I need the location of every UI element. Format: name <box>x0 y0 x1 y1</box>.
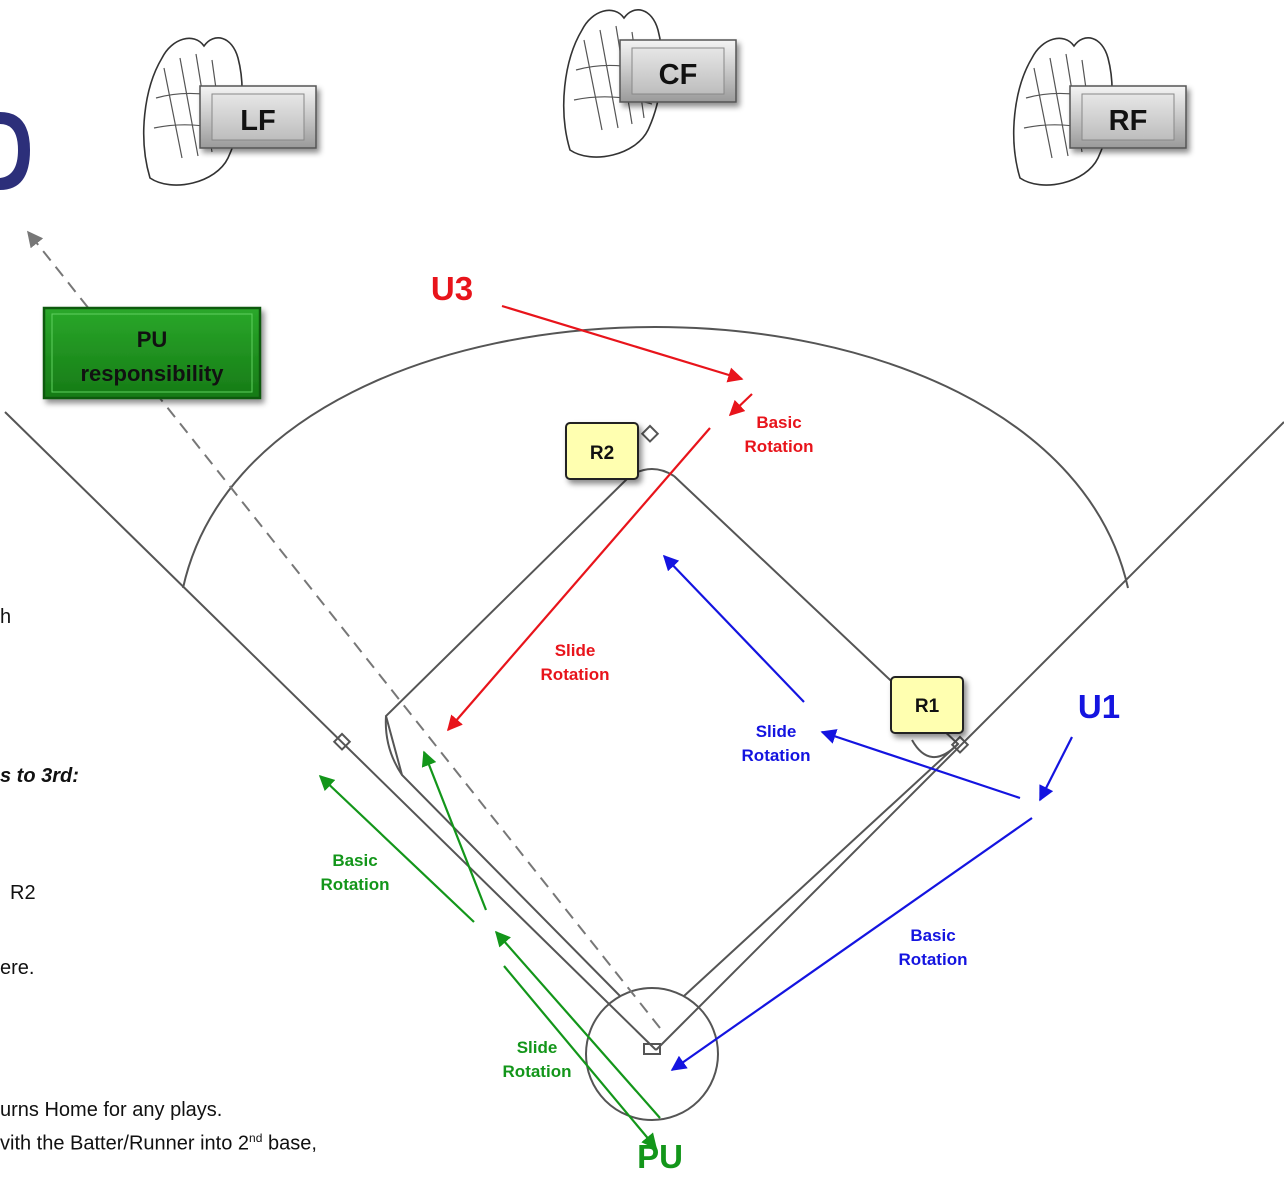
pu-slide-rotation-l2: Rotation <box>503 1062 572 1081</box>
second-base <box>640 424 660 443</box>
third-base <box>332 732 352 751</box>
pu-box-line1: PU <box>137 327 168 352</box>
infield-diamond <box>384 475 960 997</box>
side-text-5: urns Home for any plays. <box>0 1099 223 1121</box>
u3-basic-rotation-l2: Rotation <box>745 437 814 456</box>
right-foul-line <box>655 421 1284 1051</box>
side-text-6-end: base, <box>262 1132 317 1155</box>
pu-basic-rotation-l1: Basic <box>332 851 377 870</box>
u3-slide-rotation-arrow <box>446 427 711 732</box>
outfield-arc <box>182 326 1129 589</box>
first-base <box>950 735 970 754</box>
side-text-2: s to 3rd: <box>0 765 79 787</box>
position-badge-lf <box>199 85 317 149</box>
u1-slide-rotation-l1: Slide <box>756 722 797 741</box>
pu-move-arrow-b <box>503 965 657 1150</box>
side-text-6-main: vith the Batter/Runner into 2 <box>0 1132 250 1155</box>
umpire-u1-label: U1 <box>1078 688 1120 725</box>
fielder-label-rf: RF <box>1109 105 1148 137</box>
third-base-cutout <box>384 715 403 776</box>
pu-basic-rotation-arrow <box>318 774 475 923</box>
u1-slide-rotation-arrow-a <box>820 729 1021 800</box>
fielder-lf: LF <box>142 37 317 186</box>
pu-move-arrow-a <box>494 930 661 1119</box>
side-text-1: h <box>0 606 12 628</box>
side-text-6: vith the Batter/Runner into 2nd base, <box>0 1131 317 1156</box>
runner-r1-badge: R1 <box>890 676 964 734</box>
fielder-label-lf: LF <box>240 105 275 137</box>
fielder-rf: RF <box>1012 37 1187 186</box>
u3-slide-rotation-l2: Rotation <box>541 665 610 684</box>
runner-r2-badge: R2 <box>565 422 639 480</box>
u3-slide-rotation-l1: Slide <box>555 641 596 660</box>
fielder-label-cf: CF <box>659 59 698 91</box>
pu-slide-rotation-arrow-a <box>421 750 488 911</box>
left-foul-line <box>4 411 657 1051</box>
u1-slide-rotation-arrow-b <box>662 554 805 703</box>
pu-box-line2: responsibility <box>80 361 224 386</box>
side-text-4: ere. <box>0 957 35 979</box>
home-plate <box>643 1043 661 1055</box>
u3-basic-rotation-arrow <box>728 393 753 417</box>
side-text-3: R2 <box>10 882 36 904</box>
pu-slide-rotation-l1: Slide <box>517 1038 558 1057</box>
u1-basic-rotation-l2: Rotation <box>899 950 968 969</box>
side-text-6-sup: nd <box>249 1131 263 1145</box>
u3-move-arrow <box>501 304 744 383</box>
u1-basic-rotation-arrow <box>670 817 1033 1071</box>
position-badge-cf <box>619 39 737 103</box>
first-base-cutout <box>911 739 959 759</box>
u1-move-arrow <box>1039 736 1073 802</box>
pu-responsibility-box: PU responsibility <box>42 306 262 400</box>
fielder-cf: CF <box>562 9 737 158</box>
u1-slide-rotation-l2: Rotation <box>742 746 811 765</box>
pu-basic-rotation-l2: Rotation <box>321 875 390 894</box>
cropped-logo-fragment <box>0 112 30 190</box>
home-plate-circle <box>585 987 719 1121</box>
runner-r1-label: R1 <box>915 696 940 717</box>
u1-basic-rotation-l1: Basic <box>910 926 955 945</box>
u3-basic-rotation-l1: Basic <box>756 413 801 432</box>
runner-r2-label: R2 <box>590 443 614 464</box>
position-badge-rf <box>1069 85 1187 149</box>
umpire-u3-label: U3 <box>431 270 473 307</box>
umpire-pu-label: PU <box>637 1138 683 1175</box>
